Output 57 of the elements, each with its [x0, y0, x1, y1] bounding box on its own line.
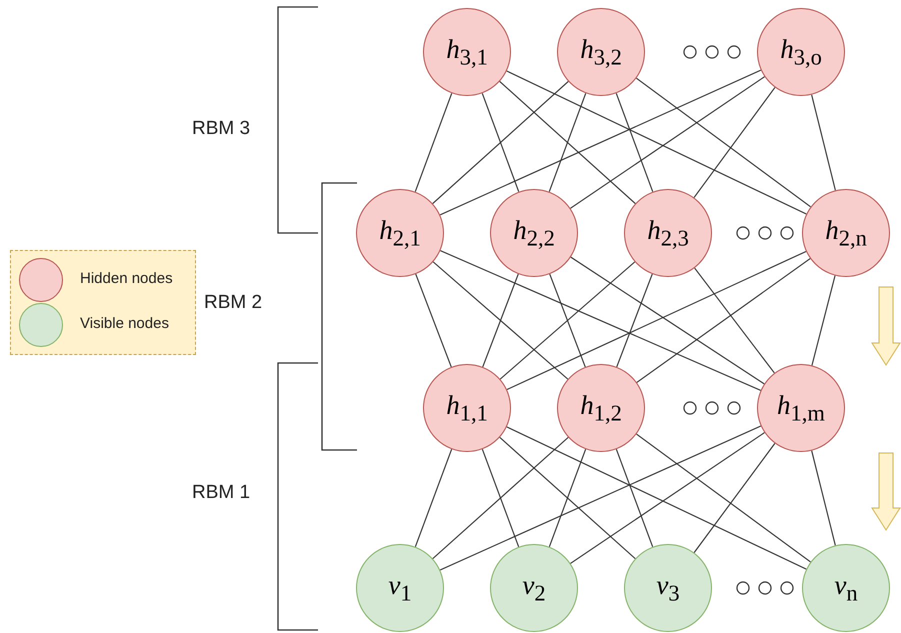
connection-line	[482, 449, 520, 547]
hidden-node-circle	[490, 189, 578, 277]
connection-line	[636, 258, 811, 383]
node-label: h$_{3,2}$	[580, 34, 622, 70]
connection-line	[414, 93, 452, 192]
connection-line	[440, 426, 762, 570]
node-label: v$_{1}$	[388, 570, 412, 606]
connection-line	[811, 450, 836, 546]
legend-label: Hidden nodes	[80, 270, 173, 287]
connection-line	[570, 76, 765, 209]
node-label: v$_{n}$	[834, 570, 858, 606]
connection-line	[694, 268, 775, 374]
connection-line	[694, 443, 776, 553]
connection-line	[506, 250, 806, 390]
connection-line	[636, 78, 811, 208]
rbm-label: RBM 2	[204, 292, 262, 314]
connection-line	[482, 93, 520, 192]
connection-line	[811, 94, 836, 190]
connection-line	[549, 274, 586, 368]
connection-line	[499, 436, 636, 560]
connection-line	[506, 70, 807, 215]
node-label: h$_{2,1}$	[379, 214, 421, 252]
connection-line	[616, 274, 653, 368]
connection-line	[548, 449, 586, 547]
node-label: h$_{3,o}$	[780, 34, 822, 70]
node-label: h$_{1,2}$	[580, 390, 622, 426]
connection-line	[616, 449, 654, 547]
connection-line	[415, 274, 452, 368]
connection-line	[414, 449, 452, 547]
node-label: h$_{2,3}$	[647, 214, 689, 252]
connection-line	[636, 434, 811, 562]
connection-line	[432, 81, 569, 204]
connection-line	[570, 432, 765, 564]
node-label: v$_{2}$	[522, 570, 546, 606]
node-label: h$_{2,2}$	[513, 214, 555, 252]
node-label: h$_{2,n}$	[825, 214, 867, 252]
legend-label: Visible nodes	[80, 315, 169, 332]
node-label: h$_{3,1}$	[446, 34, 488, 70]
connection-line	[482, 274, 519, 368]
connection-line	[548, 93, 586, 192]
connection-line	[570, 256, 764, 384]
connection-line	[811, 275, 836, 366]
node-label: h$_{1,1}$	[446, 390, 488, 426]
connection-line	[500, 261, 636, 380]
connection-line	[432, 261, 568, 380]
connection-line	[440, 70, 762, 216]
connection-line	[440, 250, 761, 391]
connection-line	[616, 93, 654, 192]
rbm-label: RBM 3	[192, 118, 250, 140]
connection-line	[432, 436, 569, 560]
connection-line	[499, 81, 636, 204]
connection-line	[694, 87, 776, 198]
node-label: v$_{3}$	[656, 570, 680, 606]
node-label: h$_{1,m}$	[777, 390, 825, 426]
hidden-node-circle	[557, 364, 645, 452]
connection-line	[506, 426, 806, 570]
rbm-label: RBM 1	[192, 482, 250, 504]
